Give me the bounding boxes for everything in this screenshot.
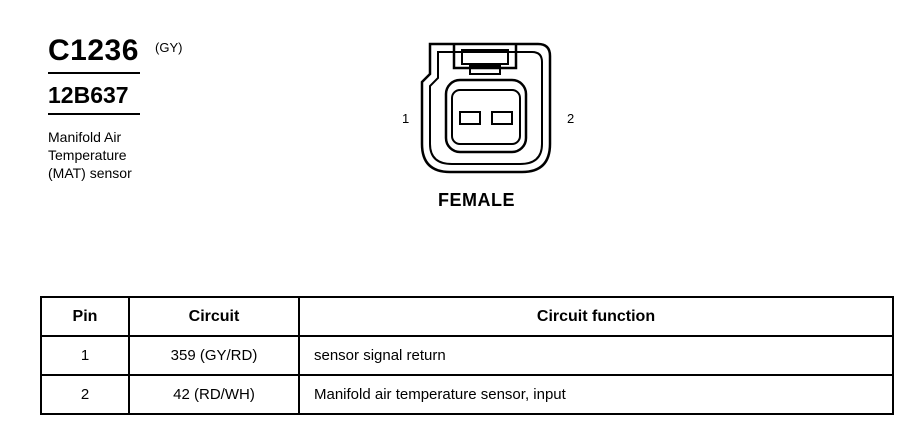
pin-table: Pin Circuit Circuit function 1 359 (GY/R… — [40, 296, 894, 415]
cell-circuit-function: Manifold air temperature sensor, input — [298, 374, 894, 415]
header-circuit: Circuit — [128, 296, 300, 337]
table-row: 2 42 (RD/WH) Manifold air temperature se… — [40, 374, 894, 415]
part-number: 12B637 — [48, 82, 129, 108]
connector-face-diagram — [416, 40, 556, 185]
connector-color-code: (GY) — [155, 40, 183, 55]
connector-id: C1236 — [48, 34, 139, 67]
view-label: FEMALE — [438, 190, 515, 210]
cell-circuit-function: sensor signal return — [298, 335, 894, 376]
cell-pin: 2 — [40, 374, 130, 415]
connector-description: Manifold Air Temperature (MAT) sensor — [48, 128, 178, 182]
cell-circuit: 42 (RD/WH) — [128, 374, 300, 415]
pin-label-2: 2 — [567, 111, 575, 126]
cell-pin: 1 — [40, 335, 130, 376]
title-divider — [48, 72, 140, 74]
description-line: (MAT) sensor — [48, 165, 132, 181]
header-pin: Pin — [40, 296, 130, 337]
pin-label-1: 1 — [402, 111, 410, 126]
part-divider — [48, 113, 140, 115]
header-circuit-function: Circuit function — [298, 296, 894, 337]
connector-face-icon — [420, 42, 552, 174]
cell-circuit: 359 (GY/RD) — [128, 335, 300, 376]
description-line: Manifold Air — [48, 129, 122, 145]
table-row: 1 359 (GY/RD) sensor signal return — [40, 335, 894, 376]
table-header-row: Pin Circuit Circuit function — [40, 296, 894, 337]
description-line: Temperature — [48, 147, 127, 163]
